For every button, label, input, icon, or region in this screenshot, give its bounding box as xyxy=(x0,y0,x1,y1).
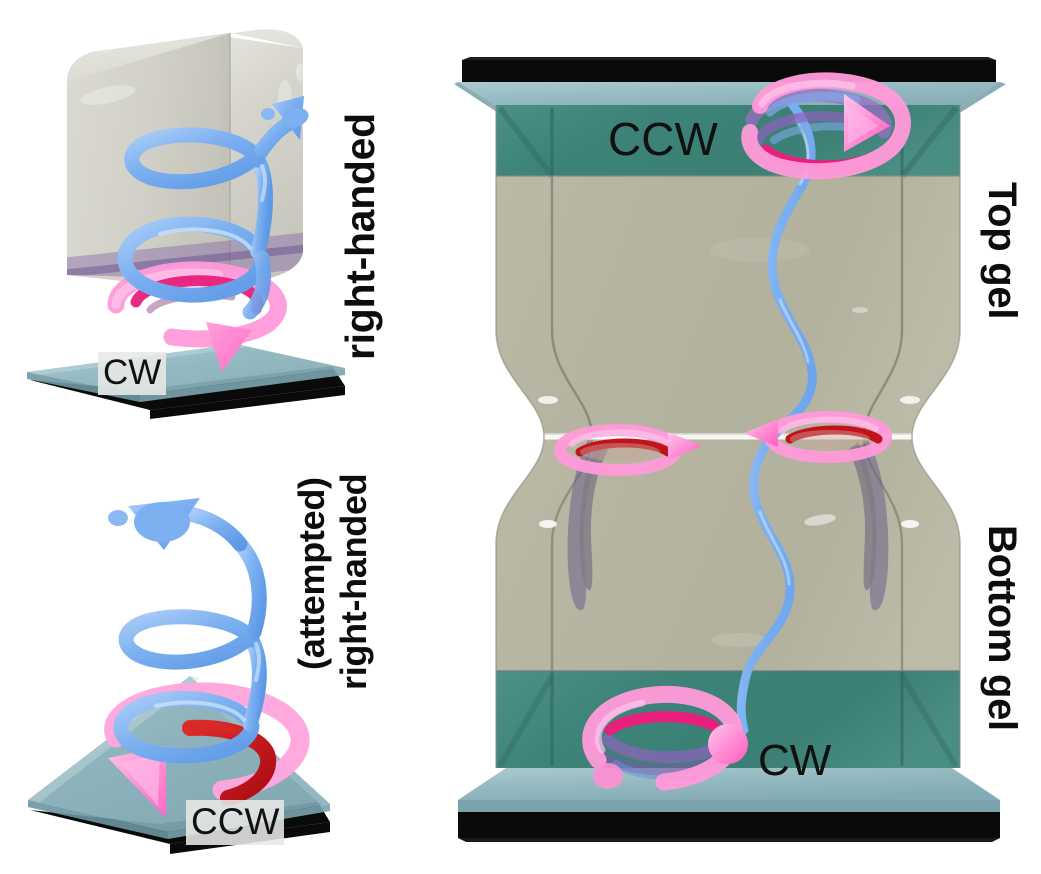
attempted-right-handed-helix xyxy=(108,498,267,764)
right-scene xyxy=(454,57,1006,842)
bottom-black-bar xyxy=(458,812,1000,842)
waist-arrow-right xyxy=(744,411,892,463)
helix-bottom-tail xyxy=(242,250,271,320)
side-label-right-handed: right-handed xyxy=(337,113,383,360)
ccw-tag-bottom-left: CCW xyxy=(186,800,285,845)
cw-rotation-arrow-bottom xyxy=(582,685,748,791)
bottom-glass-slab xyxy=(458,768,1000,812)
panel-top-left: CW right-handed xyxy=(0,0,420,440)
waist-purple-smudge xyxy=(567,440,889,611)
ccw-rotation-arrow-top xyxy=(741,72,911,180)
top-black-bar xyxy=(462,57,996,82)
cw-tag-right-bottom: CW xyxy=(758,736,832,785)
right-handed-helix xyxy=(117,96,309,303)
waist-arrow-left xyxy=(554,424,702,476)
side-label-attempted: (attempted) xyxy=(291,477,332,670)
top-gel-label: Top gel xyxy=(980,182,1024,320)
panel-right: CCW CW Top gel Bottom gel xyxy=(440,0,1041,874)
gel-body xyxy=(496,105,960,768)
bottom-gel-label: Bottom gel xyxy=(980,525,1024,731)
ccw-tag-right-top: CCW xyxy=(608,113,718,165)
panel-bottom-left: CCW (attempted) right-handed xyxy=(0,440,420,874)
cw-tag-top-left: CW xyxy=(98,352,167,395)
side-label-right-handed-2: right-handed xyxy=(333,473,374,690)
bottom-left-scene xyxy=(28,498,330,854)
